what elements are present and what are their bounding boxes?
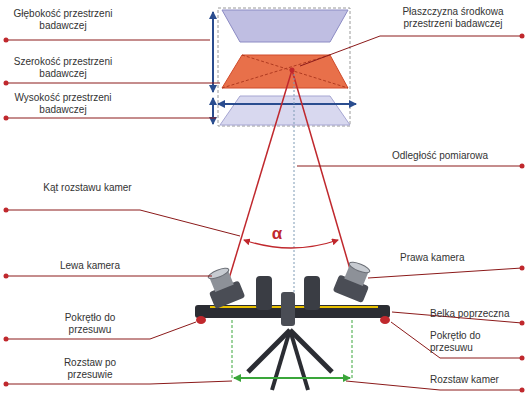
part-label: Odległość pomiarowa (392, 150, 520, 162)
part-label: Rozstaw po przesuwie (50, 357, 130, 381)
leader-dots (4, 34, 525, 393)
research-volume (213, 8, 356, 126)
part-label: Lewa kamera (40, 260, 140, 272)
camera-rig (195, 258, 390, 390)
part-label: Pokrętło do przesuwu (50, 312, 130, 336)
sight-lines (228, 70, 352, 300)
leader-lines (6, 36, 522, 390)
part-label: Pokrętło do przesuwu (430, 330, 510, 354)
part-label: Belka poprzeczna (430, 308, 522, 320)
part-label: Płaszczyzna środkowa przestrzeni badawcz… (388, 6, 518, 30)
part-label: Głębokość przestrzeni badawczej (4, 8, 122, 32)
part-label: Rozstaw kamer (430, 374, 522, 386)
part-label: Wysokość przestrzeni badawczej (4, 92, 122, 116)
angle-label: α (265, 224, 289, 244)
part-label: Kąt rozstawu kamer (40, 182, 135, 194)
part-label: Prawa kamera (400, 252, 510, 264)
part-label: Szerokość przestrzeni badawczej (4, 56, 122, 80)
